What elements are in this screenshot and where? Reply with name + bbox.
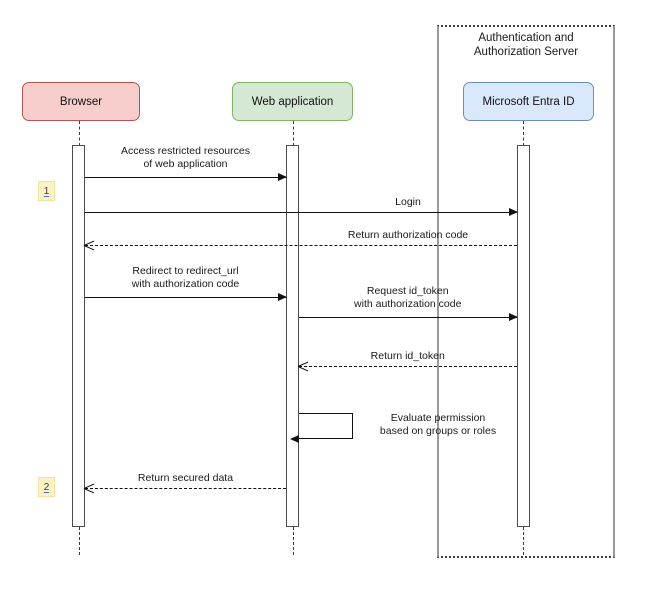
lifeline-browser-top: [78, 121, 80, 146]
participant-entra-id-label: Microsoft Entra ID: [482, 95, 575, 108]
message-return-authorization-code-label: Return authorization code: [347, 229, 469, 241]
step-badge-2[interactable]: 2: [38, 477, 55, 497]
message-line: [299, 366, 517, 367]
participant-web-application[interactable]: Web application: [232, 82, 353, 121]
activation-web-application: [286, 145, 299, 527]
lifeline-entra-id-top: [523, 121, 524, 146]
auth-server-container: [437, 25, 615, 558]
arrowhead-left-icon: [290, 434, 299, 443]
message-access-restricted-resources-label: Access restricted resources of web appli…: [121, 145, 250, 170]
auth-server-container-label: Authentication and Authorization Server: [473, 32, 579, 58]
arrowhead-right-icon: [278, 172, 287, 181]
message-line: [85, 488, 286, 489]
message-login-label: Login: [395, 196, 421, 208]
lifeline-entra-id-bottom: [523, 527, 524, 555]
participant-web-application-label: Web application: [251, 95, 334, 108]
message-line: [85, 297, 286, 298]
message-return-id-token-label: Return id_token: [370, 350, 445, 362]
arrowhead-right-icon: [508, 207, 518, 216]
lifeline-web-application-top: [292, 121, 294, 146]
message-line: [85, 245, 517, 246]
message-evaluate-permission-label: Evaluate permission based on groups or r…: [379, 412, 497, 437]
participant-browser-label: Browser: [59, 95, 103, 108]
message-line: [299, 317, 517, 318]
message-line: [85, 177, 286, 178]
arrowhead-left-icon: [298, 361, 308, 371]
activation-browser: [72, 145, 85, 527]
lifeline-web-application-bottom: [292, 527, 294, 555]
step-badge-1-label: 1: [43, 185, 50, 197]
participant-browser[interactable]: Browser: [22, 82, 140, 121]
message-evaluate-permission[interactable]: [290, 413, 353, 443]
step-badge-2-label: 2: [43, 481, 50, 493]
arrowhead-left-icon: [84, 483, 94, 493]
arrowhead-right-icon: [508, 312, 518, 321]
message-redirect-to-redirect-url-label: Redirect to redirect_url with authorizat…: [131, 265, 240, 290]
step-badge-1[interactable]: 1: [38, 181, 55, 201]
arrowhead-right-icon: [278, 292, 287, 301]
message-return-secured-data-label: Return secured data: [137, 472, 234, 484]
arrowhead-left-icon: [84, 240, 94, 250]
lifeline-browser-bottom: [78, 527, 80, 555]
message-request-id-token-label: Request id_token with authorization code: [354, 285, 462, 310]
participant-microsoft-entra-id[interactable]: Microsoft Entra ID: [463, 82, 594, 121]
activation-entra-id: [516, 145, 530, 527]
message-line: [85, 212, 517, 213]
